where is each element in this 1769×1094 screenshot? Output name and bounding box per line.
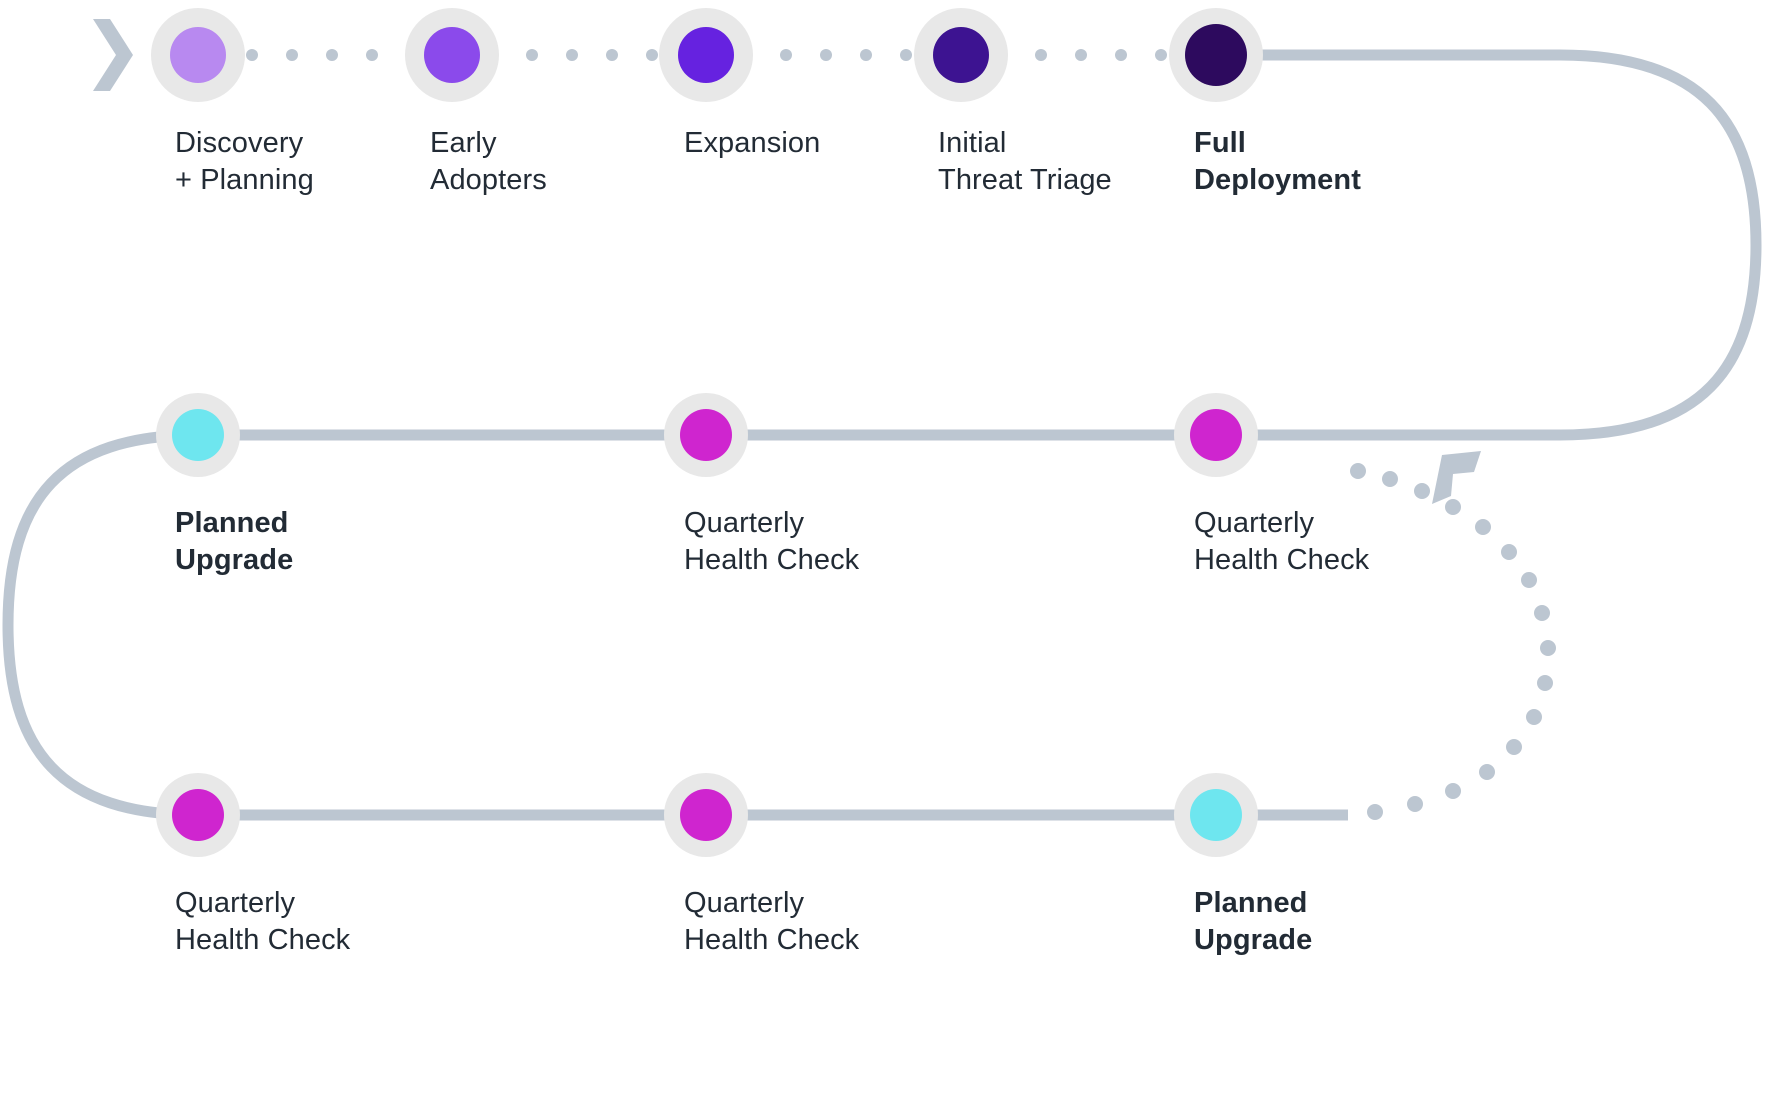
node-layer [151,8,1263,857]
label-planned-upgrade-1: Planned Upgrade [175,507,294,576]
node-quarterly-health-check-2[interactable] [1174,393,1258,477]
label-discovery-planning: Discovery + Planning [175,127,314,196]
dotted-loop-arrow-icon [1350,451,1556,820]
node-planned-upgrade-2[interactable] [1174,773,1258,857]
node-full-deployment[interactable] [1169,8,1263,102]
label-quarterly-health-check-1: Quarterly Health Check [684,507,860,576]
node-expansion[interactable] [659,8,753,102]
label-early-adopters: Early Adopters [430,127,547,196]
node-early-adopters[interactable] [405,8,499,102]
label-quarterly-health-check-4: Quarterly Health Check [684,887,860,956]
label-quarterly-health-check-2: Quarterly Health Check [1194,507,1370,576]
curve-row1-to-row2 [1210,49,1762,441]
node-quarterly-health-check-4[interactable] [664,773,748,857]
node-initial-threat-triage[interactable] [914,8,1008,102]
loop-arrowhead [1432,451,1481,504]
label-full-deployment: Full Deployment [1194,127,1361,196]
label-quarterly-health-check-3: Quarterly Health Check [175,887,351,956]
node-discovery-planning[interactable] [151,8,245,102]
node-quarterly-health-check-3[interactable] [156,773,240,857]
label-planned-upgrade-2: Planned Upgrade [1194,887,1313,956]
chevron-right-icon [93,19,133,91]
label-initial-threat-triage: Initial Threat Triage [938,127,1112,196]
node-quarterly-health-check-1[interactable] [664,393,748,477]
label-expansion: Expansion [684,127,821,159]
node-planned-upgrade-1[interactable] [156,393,240,477]
curve-row2-to-row3 [2,429,204,821]
